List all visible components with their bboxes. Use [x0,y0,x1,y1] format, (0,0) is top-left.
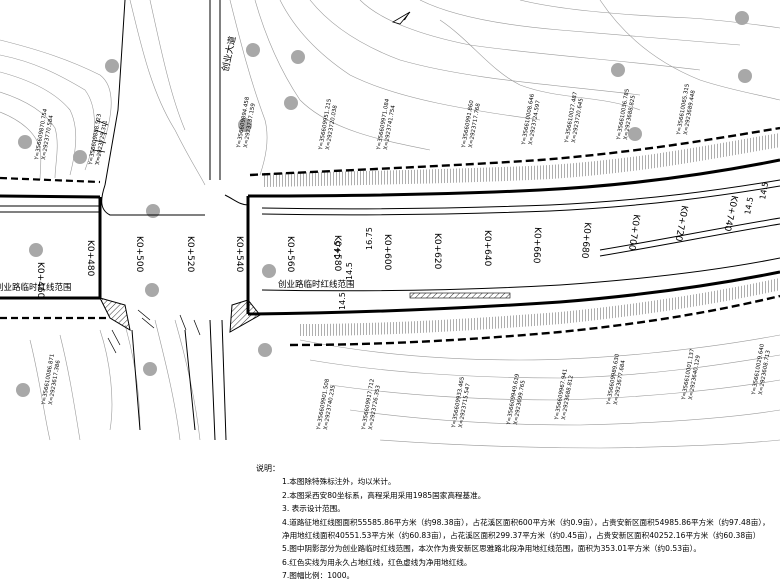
note-line: 4.道路征地红线图面积55585.86平方米（约98.38亩），占花溪区面积60… [282,517,770,527]
stake-label: K0+600 [382,234,392,271]
note-line: 1.本图除特殊标注外，均以米计。 [282,477,396,487]
temporary-redline-label-left: 创业路临时红线范围 [0,282,72,293]
stake-label: K0+640 [482,230,492,267]
main-road-segment [229,126,780,347]
terrain-contours [0,0,780,449]
stake-label: K0+540 [234,236,244,273]
stake-label: K0+580 [332,235,342,272]
note-line: 7.图幅比例：1000。 [282,571,355,581]
slope-ticks [92,119,201,354]
width-dimension: 14.5 [743,196,755,215]
stake-label: K0+480 [85,240,95,277]
coordinate-labels: Y=356609870.754 X=2923770.584 Y=35660988… [34,83,772,431]
note-line: 净用地红线面积40551.53平方米（约60.83亩），占花溪区面积299.37… [282,531,761,541]
stake-label: K0+700 [626,214,641,252]
note-line: 5.图中阴影部分为创业路临时红线范围，本次作为贵安新区思雅路北段净用地红线范围，… [282,544,702,554]
stake-label: K0+620 [432,233,442,270]
width-dimension: 14.5 [333,240,342,258]
stake-label: K0+500 [134,236,144,273]
notes-block: 说明： 1.本图除特殊标注外，均以米计。 2.本图采西安80坐标系，高程采用采用… [256,462,776,583]
width-dimension: 14.5 [345,262,354,280]
stake-label-group: K0+460 K0+480 K0+500 K0+520 K0+540 K0+56… [35,194,739,298]
note-line: 6.红色实线为用永久占地红线，红色虚线为净用地红线。 [282,557,472,567]
stake-label: K0+660 [531,227,542,264]
width-dimension: 14.5 [338,292,347,310]
stake-label: K0+560 [285,236,295,273]
note-line: 2.本图采西安80坐标系，高程采用采用1985国家高程基准。 [282,490,486,500]
road-name-label: 创业大道 [219,35,238,73]
note-line: 3. 表示设计范围。 [282,504,345,514]
north-arrow-icon [391,11,411,25]
stake-label: K0+740 [721,194,738,232]
temporary-redline-label-main: 创业路临时红线范围 [278,279,355,290]
width-dimension: 16.75 [365,227,374,250]
notes-title: 说明： [256,464,280,473]
left-road-segment [0,176,131,332]
width-dimension: 14.5 [758,181,770,200]
tree-markers [16,11,752,397]
stake-label: K0+520 [185,236,195,273]
stake-label: K0+680 [579,222,592,259]
stake-label: K0+460 [35,262,45,299]
width-dimension-group: 14.5 16.75 14.5 14.5 14.5 14.5 [333,181,770,310]
stake-label: K0+720 [673,204,689,242]
existing-road-chuangye [101,0,249,441]
